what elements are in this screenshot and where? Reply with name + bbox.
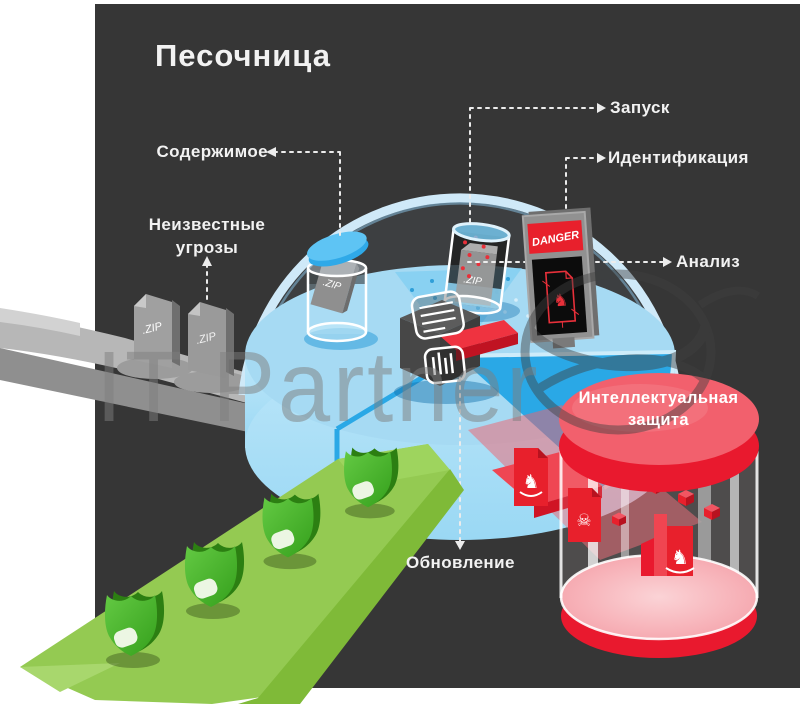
infected-file-icon: ♞ [542,270,580,328]
callout-launch: Запуск [610,98,670,117]
shield-icon [344,447,399,519]
callout-arrows [202,103,672,550]
zip-file-box: .ZIP [134,294,180,368]
danger-plate [527,220,584,254]
svg-text:♞: ♞ [522,471,539,493]
callout-line-launch [469,107,598,223]
callout-line-identification [565,157,598,209]
zip-file-label: .ZIP [321,277,342,293]
output-tray [440,320,518,361]
page-title: Песочница [155,38,331,73]
svg-text:♞: ♞ [671,545,689,569]
callout-analysis: Анализ [676,252,741,271]
zip-file-label: .ZIP [141,320,164,337]
shield-icon [104,591,165,668]
machine-shadow [394,380,498,404]
danger-monitor: DANGER ♞ [521,207,600,349]
trojan-blocks: ♞ [641,514,695,576]
jar-lid [306,231,369,267]
callout-contents: Содержимое [156,142,268,161]
zip-file-label: .ZIP [463,274,483,287]
input-conveyor [0,308,258,434]
shield-icon [184,542,245,619]
protection-label: Интеллектуальная защита [578,389,739,430]
callout-identification: Идентификация [608,148,749,167]
callout-line-contents [273,151,341,239]
zip-file-box: .ZIP [188,302,234,378]
callout-unknown-threats: Неизвестные угрозы [148,215,266,257]
watermark-logo [520,269,761,435]
trojan-file: ♞ [514,448,548,506]
report-icon [410,290,465,340]
analysis-machine [400,290,518,386]
barcode-icon [423,345,467,385]
callout-update: Обновление [406,553,515,572]
svg-text:♞: ♞ [553,290,570,311]
skull-file: ☠ [568,488,601,542]
zip-file-in-jar: .ZIP [310,254,360,314]
zip-file-label: .ZIP [195,330,218,347]
protection-cylinder: ☠ ♞ [559,373,759,658]
contents-jar: .ZIP [306,231,369,343]
shield-icon [262,493,321,570]
zip-file-in-jar: .ZIP [454,242,498,306]
cylinder-top [559,373,759,465]
svg-text:☠: ☠ [576,511,591,531]
